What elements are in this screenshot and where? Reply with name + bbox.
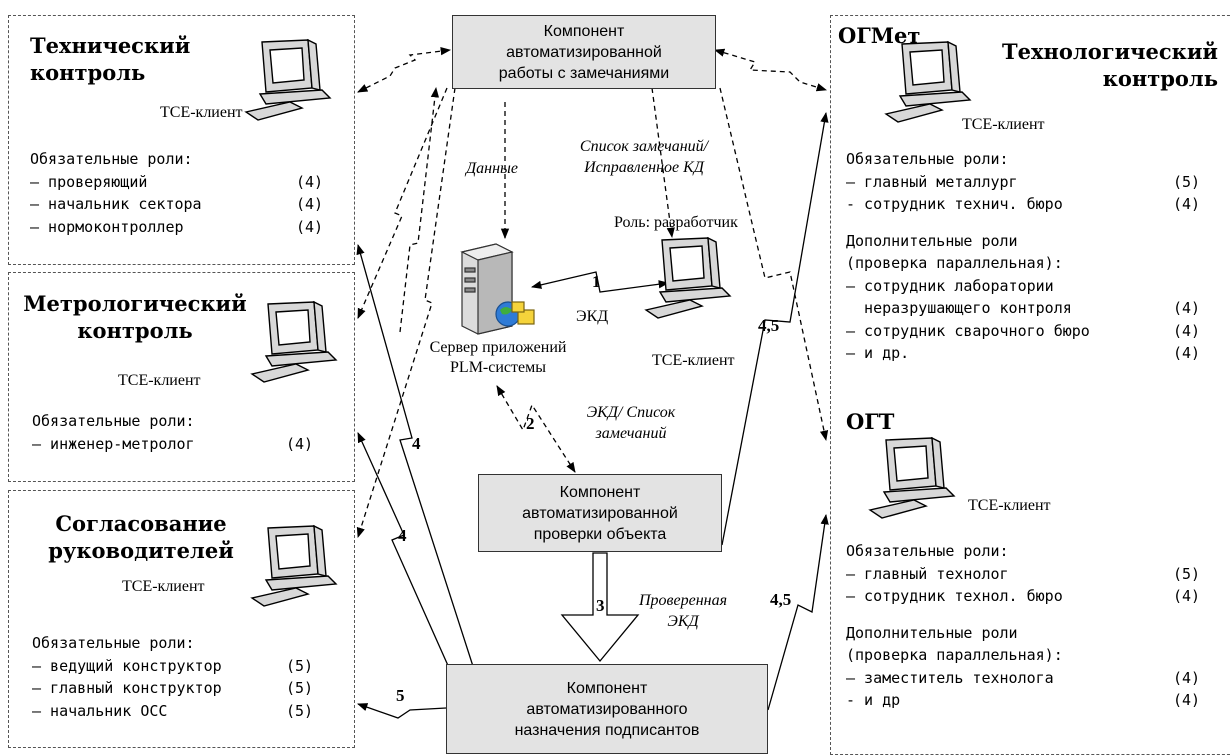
step-5-approval: 5 (396, 686, 405, 705)
link-server-developer (530, 271, 670, 293)
component-check-line3: проверки объекта (533, 525, 667, 543)
metrology-client-label: ТСЕ-клиент (118, 372, 201, 389)
component-check-line1: Компонент (559, 483, 641, 501)
ekd-label: ЭКД (576, 308, 609, 325)
computer-icon (884, 40, 972, 123)
step-45-ogt: 4,5 (770, 590, 792, 609)
technical-client-label: ТСЕ-клиент (160, 104, 243, 121)
link-remarks-developer (651, 87, 675, 239)
link-server-check (496, 385, 576, 473)
component-signers-line3: назначения подписантов (514, 721, 700, 739)
metrology-roles: Обязательные роли: – инженер-метролог(4) (32, 412, 314, 453)
developer-client-label: ТСЕ-клиент (652, 352, 735, 369)
link-remarks-approval (356, 87, 456, 538)
ogmet-roles: Обязательные роли: – главный металлург(5… (846, 150, 1201, 362)
component-signers-line1: Компонент (566, 679, 648, 697)
link-check-ogmet (721, 111, 829, 546)
step-45-ogmet: 4,5 (758, 316, 780, 335)
step-4-metrology: 4 (398, 526, 407, 545)
computer-icon (244, 38, 332, 121)
server-icon (460, 243, 535, 335)
link-remarks-metrology (357, 87, 448, 319)
component-remarks-line1: Компонент (543, 22, 625, 40)
ogt-client-label: ТСЕ-клиент (968, 497, 1051, 514)
step-4-technical: 4 (412, 434, 421, 453)
link-signers-metrology (357, 432, 459, 689)
component-check[interactable]: Компонент автоматизированной проверки об… (478, 474, 722, 552)
link-remarks-ogt (719, 87, 829, 442)
panel-technical-control (8, 15, 355, 265)
component-check-line2: автоматизированной (522, 504, 678, 522)
data-label: Данные (466, 160, 518, 177)
remarks-list-label: Список замечаний/Исправленное КД (579, 138, 709, 176)
technical-roles: Обязательные роли: – проверяющий(4) – на… (30, 150, 324, 236)
computer-icon (644, 236, 732, 319)
link-signers-ogt (767, 513, 829, 711)
step-2: 2 (526, 414, 535, 433)
panel-metrology-control (8, 272, 355, 482)
step-1: 1 (592, 272, 601, 291)
component-signers-line2: автоматизированного (526, 700, 688, 718)
component-signers[interactable]: Компонент автоматизированного назначения… (446, 664, 768, 754)
link-signers-technical (356, 243, 481, 689)
link-remarks-technical (357, 47, 452, 93)
component-remarks-line3: работы с замечаниями (498, 64, 670, 82)
ogmet-client-label: ТСЕ-клиент (962, 116, 1045, 133)
ogt-roles: Обязательные роли: – главный технолог(5)… (846, 542, 1201, 709)
approval-client-label: ТСЕ-клиент (122, 578, 205, 595)
component-remarks[interactable]: Компонент автоматизированной работы с за… (452, 15, 716, 89)
component-remarks-line2: автоматизированной (506, 43, 662, 61)
ogt-title: ОГТ (846, 409, 895, 434)
link-metrology-remarks (399, 86, 440, 333)
computer-icon (250, 300, 338, 383)
computer-icon (868, 436, 956, 519)
developer-role-label: Роль: разработчик (614, 214, 738, 231)
step-3: 3 (596, 596, 605, 615)
arrow-check-to-signers (560, 552, 640, 663)
computer-icon (250, 524, 338, 607)
approval-roles: Обязательные роли: – ведущий конструктор… (32, 634, 314, 720)
link-signers-approval (357, 703, 447, 719)
link-remarks-techno (714, 48, 827, 92)
